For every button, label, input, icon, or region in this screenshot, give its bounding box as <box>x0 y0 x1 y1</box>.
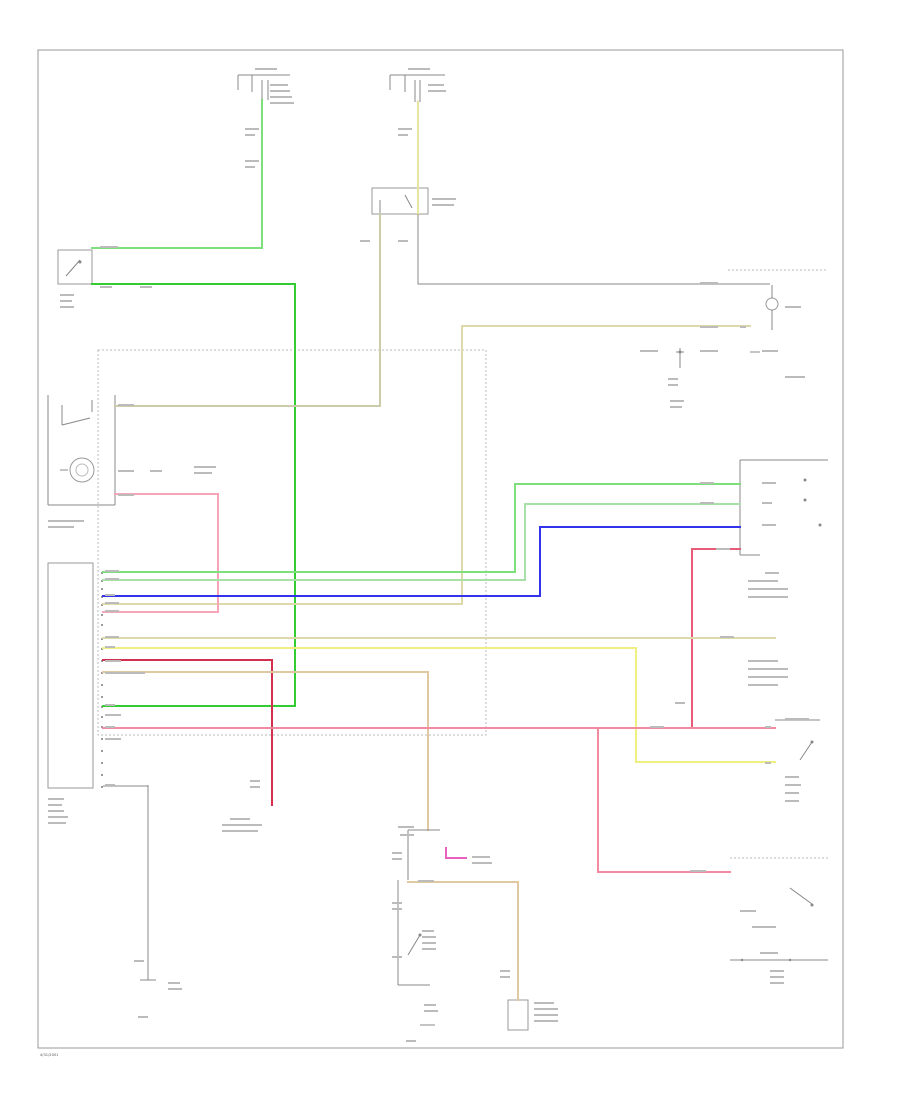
wire-green-top <box>91 99 263 249</box>
wire-yellow-brake <box>102 647 776 763</box>
dashed-region <box>97 349 487 736</box>
wire-blue <box>102 526 741 597</box>
wire-green-combo-2 <box>102 503 741 581</box>
main-relay-box <box>371 187 429 215</box>
cruise-control-module <box>47 562 94 789</box>
wire-green-main <box>91 283 296 707</box>
indicator-lamp-icon <box>69 457 95 483</box>
cruise-control-switch <box>47 395 116 506</box>
fuse-block-left <box>237 74 290 102</box>
diagram-frame <box>37 49 844 1049</box>
wire-green-combo-1 <box>102 483 741 573</box>
wire-red-down <box>102 659 273 806</box>
wire-relay-left <box>114 213 381 407</box>
wire-pink-bottom <box>597 727 731 873</box>
combination-switch <box>739 459 828 556</box>
brake-switch-box <box>57 249 93 285</box>
wire-pink-switch <box>102 493 219 613</box>
wire-magenta-small <box>445 847 467 859</box>
wire-label-marks <box>48 68 809 1042</box>
wire-tan-clutch-switch <box>407 881 519 1001</box>
wire-tan-clutch <box>102 671 429 831</box>
lamp-icon <box>765 297 779 311</box>
footer-code: 4/31/2001 <box>40 1053 58 1057</box>
clutch-position-switch <box>507 999 529 1031</box>
wire-tan-lamp <box>102 325 751 605</box>
wire-gray-relay <box>417 214 770 285</box>
fuse-block-center <box>389 74 445 104</box>
